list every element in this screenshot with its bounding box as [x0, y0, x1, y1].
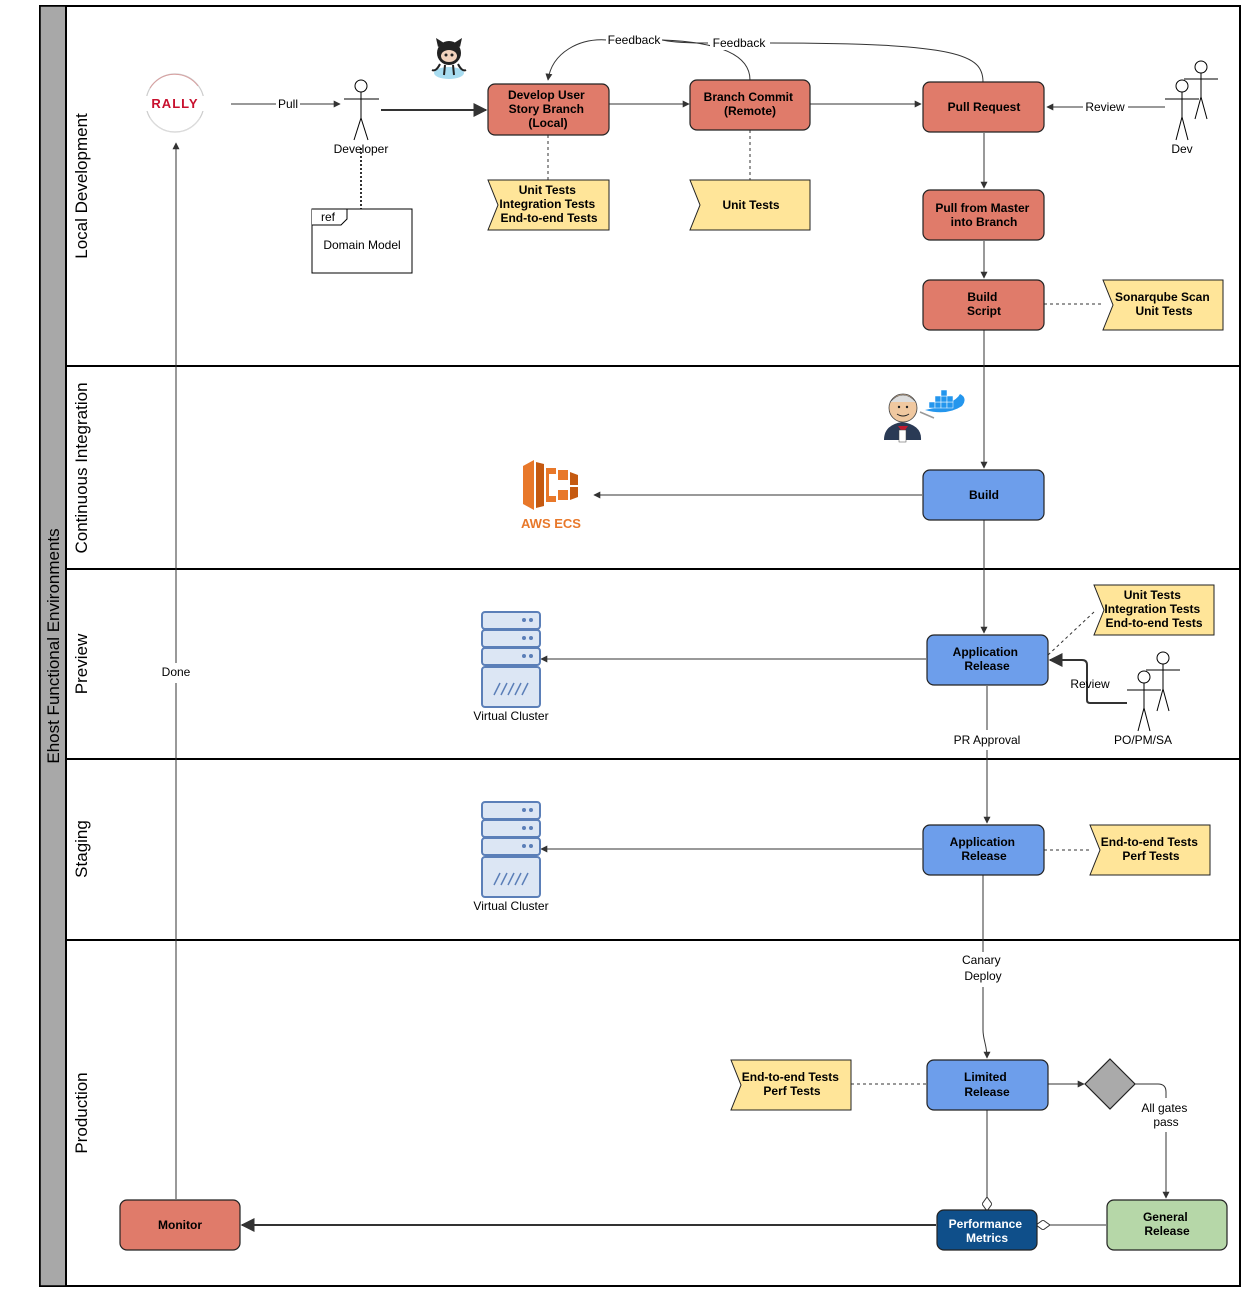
lane-title-staging: Staging	[72, 820, 91, 878]
label-feedback-2: Feedback	[713, 36, 767, 50]
developer-actor	[344, 79, 379, 141]
lane-title-preview: Preview	[72, 633, 91, 694]
label-review-po: Review	[1070, 677, 1110, 691]
svg-text:Monitor: Monitor	[158, 1218, 202, 1232]
pull-request[interactable]: Pull Request	[922, 81, 1045, 133]
svg-text:Develop User Story Bra: Develop User Story Branch (Local)	[508, 88, 588, 130]
svg-text:General Release: General Release	[1143, 1210, 1191, 1238]
domain-model-tag: ref	[321, 210, 336, 224]
pool-header	[39, 5, 67, 1287]
general-release[interactable]: General Release	[1106, 1199, 1228, 1251]
note-tests-staging: End-to-end Tests Perf Tests	[1089, 824, 1211, 876]
svg-text:Sonarqube Scan Unit Te: Sonarqube Scan Unit Tests	[1115, 290, 1213, 318]
virtual-cluster-staging: Virtual Cluster	[473, 801, 549, 913]
label-canary-deploy: Canary Deploy	[962, 953, 1004, 983]
svg-text:End-to-end Tests Perf: End-to-end Tests Perf Tests	[1101, 835, 1201, 863]
svg-text:Unit Tests Integration: Unit Tests Integration Tests End-to-end …	[1104, 588, 1203, 630]
label-pr-approval: PR Approval	[954, 733, 1021, 747]
github-octocat-icon	[431, 38, 467, 79]
domain-model-frame: ref Domain Model	[311, 208, 413, 274]
edges	[172, 39, 1170, 1232]
develop-user-story-branch[interactable]: Develop User Story Branch (Local)	[487, 83, 610, 136]
note-tests-prod: End-to-end Tests Perf Tests	[730, 1059, 852, 1111]
note-tests-sonar: Sonarqube Scan Unit Tests	[1102, 279, 1224, 331]
po-pm-sa-label: PO/PM/SA	[1114, 733, 1172, 747]
build-script[interactable]: Build Script	[922, 279, 1045, 331]
monitor[interactable]: Monitor	[119, 1199, 241, 1251]
rally-logo: RALLY	[145, 73, 205, 133]
svg-text:End-to-end Tests Perf: End-to-end Tests Perf Tests	[742, 1070, 842, 1098]
dev-label: Dev	[1171, 142, 1192, 156]
label-all-gates-pass: All gates pass	[1141, 1101, 1190, 1129]
test-notes: Unit Tests Integration Tests End-to-end …	[487, 179, 1224, 1111]
virtual-cluster-staging-label: Virtual Cluster	[473, 899, 548, 913]
svg-text:Limited Release: Limited Release	[964, 1070, 1010, 1099]
lane-title-production: Production	[72, 1072, 91, 1153]
aws-ecs-logo: AWS ECS	[521, 460, 581, 531]
application-release-staging[interactable]: Application Release	[922, 824, 1045, 876]
pull-from-master[interactable]: Pull from Master into Branch	[922, 189, 1045, 241]
svg-text:Branch Commit (Remote): Branch Commit (Remote)	[704, 90, 797, 118]
dev-actor	[1165, 60, 1218, 141]
virtual-cluster-preview-label: Virtual Cluster	[473, 709, 548, 723]
svg-text:Pull Request: Pull Request	[948, 100, 1021, 114]
lane-title-local: Local Development	[72, 113, 91, 259]
svg-text:Unit Tests Integration: Unit Tests Integration Tests End-to-end …	[499, 183, 598, 225]
pool: Ehost Functional Environments Local Deve…	[39, 5, 1241, 1287]
po-pm-sa-actor	[1127, 651, 1180, 732]
domain-model-label: Domain Model	[323, 238, 400, 252]
pool-title: Ehost Functional Environments	[44, 528, 63, 763]
virtual-cluster-preview: Virtual Cluster	[473, 611, 549, 723]
svg-text:Pull from Master into: Pull from Master into Branch	[935, 201, 1032, 229]
svg-text:Build: Build	[969, 488, 999, 502]
note-tests-preview: Unit Tests Integration Tests End-to-end …	[1093, 584, 1215, 636]
note-tests-commit: Unit Tests	[689, 179, 811, 231]
limited-release[interactable]: Limited Release	[926, 1059, 1049, 1111]
developer-label: Developer	[334, 142, 389, 156]
all-gates-gateway[interactable]	[1084, 1058, 1136, 1110]
aws-ecs-label: AWS ECS	[521, 516, 581, 531]
svg-text:Performance Metrics: Performance Metrics	[949, 1217, 1026, 1245]
performance-metrics[interactable]: Performance Metrics	[936, 1209, 1038, 1251]
label-pull: Pull	[278, 97, 298, 111]
label-review-dev: Review	[1085, 100, 1125, 114]
note-tests-local: Unit Tests Integration Tests End-to-end …	[487, 179, 610, 231]
label-feedback-1: Feedback	[608, 33, 662, 47]
svg-text:Build Script: Build Script	[967, 290, 1001, 318]
svg-text:Unit Tests: Unit Tests	[722, 198, 779, 212]
lane-title-ci: Continuous Integration	[72, 382, 91, 553]
svg-text:Application Release: Application Release	[953, 645, 1022, 673]
branch-commit[interactable]: Branch Commit (Remote)	[689, 79, 811, 131]
rally-logo-text: RALLY	[151, 96, 198, 111]
process-nodes: Develop User Story Branch (Local) Branch…	[119, 79, 1228, 1251]
edge-labels: Pull Feedback Feedback Review Review PR …	[162, 33, 1190, 1129]
label-done: Done	[162, 665, 191, 679]
build[interactable]: Build	[922, 469, 1045, 521]
application-release-preview[interactable]: Application Release	[926, 634, 1049, 686]
svg-text:Application Release: Application Release	[950, 835, 1019, 863]
jenkins-docker-icon	[884, 389, 965, 443]
